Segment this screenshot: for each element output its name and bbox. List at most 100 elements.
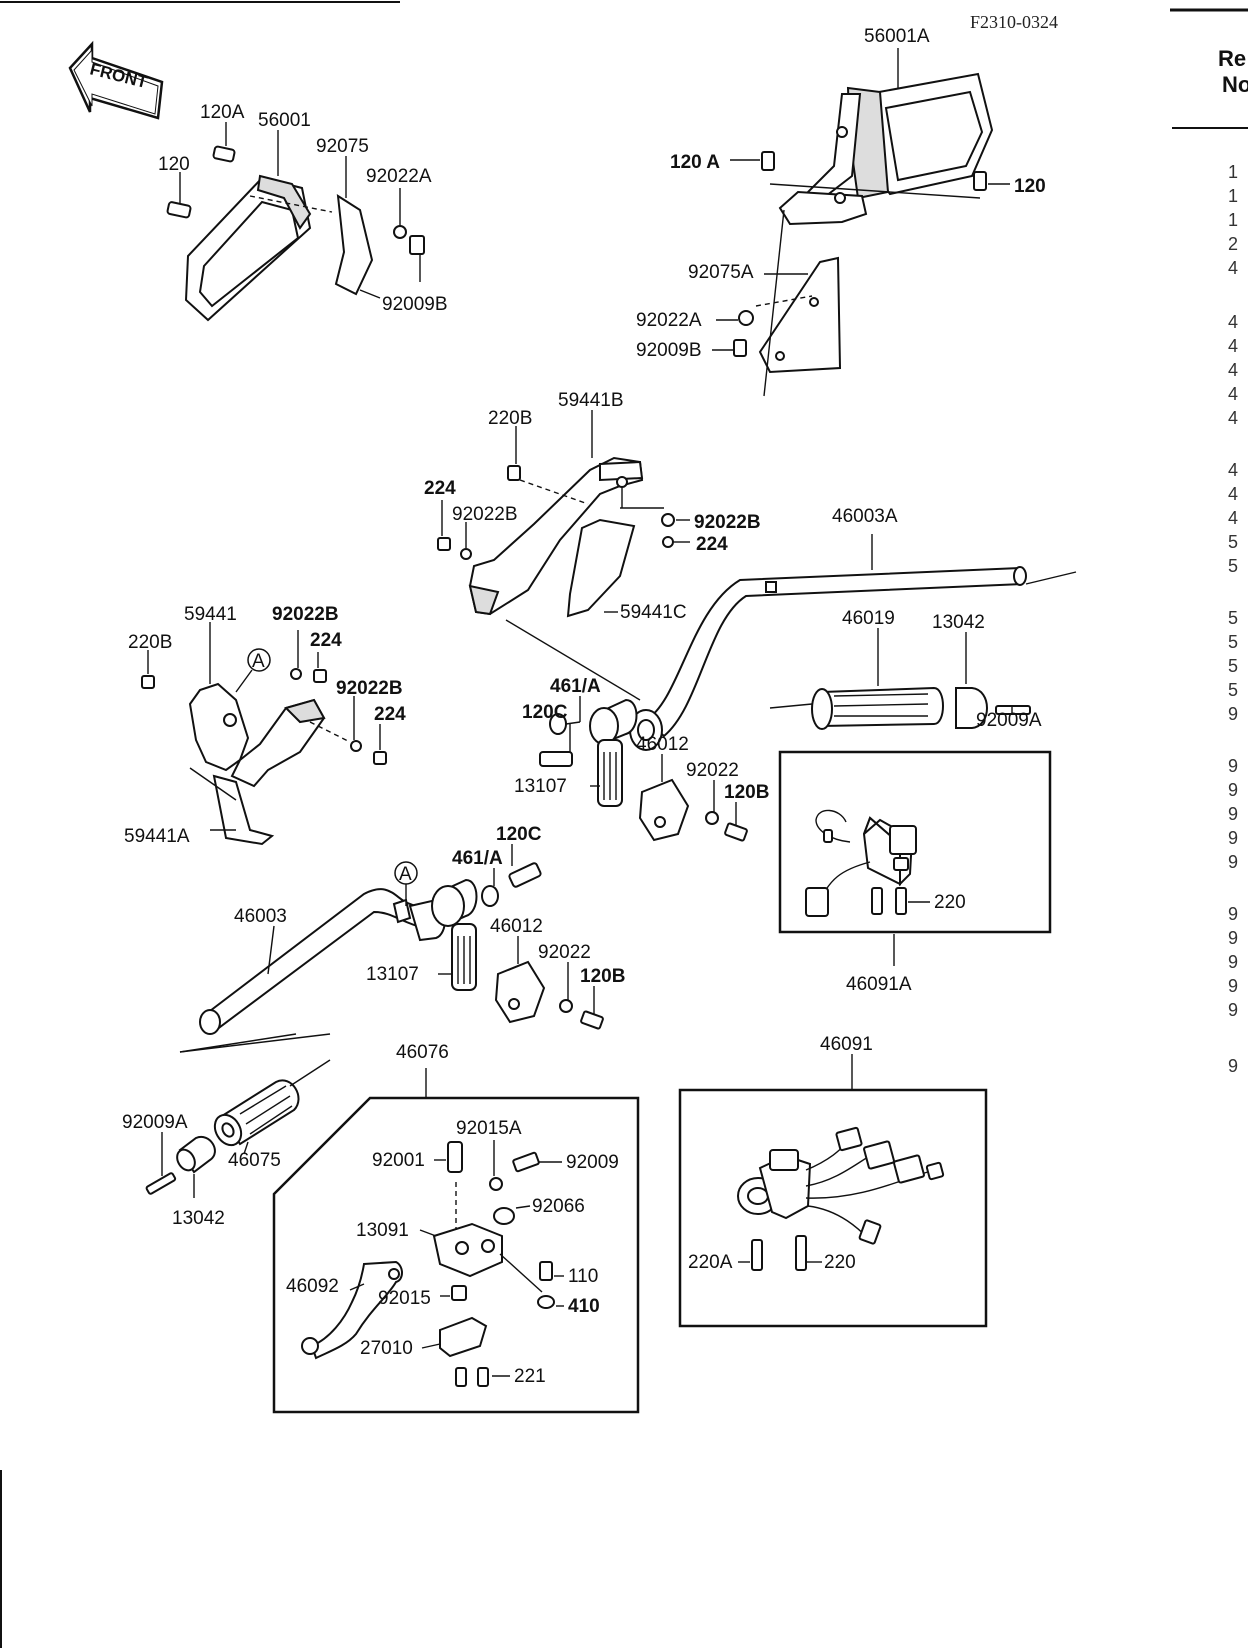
side-cell: 9 xyxy=(1228,780,1238,800)
part-label-46003a: 46003A xyxy=(832,506,898,527)
side-cell: 1 xyxy=(1228,210,1238,230)
part-label-92022-top: 92022 xyxy=(686,760,739,781)
switch-46091a-frame xyxy=(778,750,1052,934)
part-label-120a: 120A xyxy=(200,102,245,123)
part-label-92022b-top-right: 92022B xyxy=(694,512,761,533)
left-mirror-drawing xyxy=(166,145,425,322)
leader xyxy=(249,195,333,213)
side-cell: 9 xyxy=(1228,852,1238,872)
part-label-92075: 92075 xyxy=(316,136,369,157)
part-label-461a-top: 461/A xyxy=(550,676,601,697)
part-label-13091: 13091 xyxy=(356,1220,409,1241)
part-label-92009a-left: 92009A xyxy=(122,1112,188,1133)
part-label-27010: 27010 xyxy=(360,1338,413,1359)
side-cell: 9 xyxy=(1228,1056,1238,1076)
side-header-line-1: Re xyxy=(1218,46,1246,71)
side-cell: 4 xyxy=(1228,312,1238,332)
side-cell: 5 xyxy=(1228,556,1238,576)
part-label-120: 120 xyxy=(158,154,190,175)
side-cell: 4 xyxy=(1228,484,1238,504)
leader xyxy=(419,1229,437,1237)
side-cell: 9 xyxy=(1228,704,1238,724)
grip-46019-drawing xyxy=(769,686,1031,730)
part-label-120c-top: 120C xyxy=(522,702,568,723)
side-cell: 9 xyxy=(1228,756,1238,776)
leader xyxy=(519,479,589,505)
side-cell: 1 xyxy=(1228,186,1238,206)
side-cell: 5 xyxy=(1228,632,1238,652)
side-cell: 4 xyxy=(1228,336,1238,356)
lever-46076-drawing xyxy=(301,1141,555,1387)
switch-46091-frame xyxy=(678,1088,988,1328)
part-label-120a-right: 120 A xyxy=(670,152,720,173)
part-label-92022a-right: 92022A xyxy=(636,310,702,331)
side-cell: 4 xyxy=(1228,460,1238,480)
side-cell: 4 xyxy=(1228,408,1238,428)
part-label-46075: 46075 xyxy=(228,1150,281,1171)
throttle-assembly-lower-drawing xyxy=(431,862,604,1030)
side-cell: 4 xyxy=(1228,384,1238,404)
reference-a-top-text: A xyxy=(252,651,265,672)
leader xyxy=(243,1141,249,1155)
leader xyxy=(359,289,381,299)
part-label-92009b-right: 92009B xyxy=(636,340,702,361)
side-cell: 5 xyxy=(1228,656,1238,676)
leader xyxy=(235,669,253,693)
part-label-13107-top: 13107 xyxy=(514,776,567,797)
leader xyxy=(565,721,581,725)
part-label-92022b-top: 92022B xyxy=(452,504,518,525)
leader xyxy=(755,295,813,307)
part-label-13042-left: 13042 xyxy=(172,1208,225,1229)
reference-circle-a-top xyxy=(247,648,271,672)
part-label-92066: 92066 xyxy=(532,1196,585,1217)
handlebar-46003-drawing xyxy=(179,888,446,1053)
part-label-461a-bottom: 461/A xyxy=(452,848,503,869)
part-label-56001: 56001 xyxy=(258,110,311,131)
switch-46091a-drawing xyxy=(805,809,917,917)
clamp-59441b-drawing xyxy=(437,456,675,618)
throttle-assembly-upper-drawing xyxy=(539,698,748,842)
part-label-224-mid: 224 xyxy=(310,630,342,651)
part-label-92022b-mid: 92022B xyxy=(272,604,339,625)
part-label-92009b: 92009B xyxy=(382,294,448,315)
leader xyxy=(349,1283,365,1291)
leader xyxy=(515,1205,531,1209)
side-cell: 5 xyxy=(1228,680,1238,700)
part-label-120b-top: 120B xyxy=(724,782,769,803)
grip-46075-drawing xyxy=(145,1059,331,1195)
part-label-224-top-right: 224 xyxy=(696,534,728,555)
side-cell: 9 xyxy=(1228,828,1238,848)
part-label-13042-right: 13042 xyxy=(932,612,985,633)
part-label-92022a: 92022A xyxy=(366,166,432,187)
part-label-92015a: 92015A xyxy=(456,1118,522,1139)
part-label-92009: 92009 xyxy=(566,1152,619,1173)
part-label-220b-mid: 220B xyxy=(128,632,172,653)
part-label-92022b-mid-2: 92022B xyxy=(336,678,403,699)
switch-46091-drawing xyxy=(737,1126,945,1271)
part-label-92009a-right: 92009A xyxy=(976,710,1042,731)
part-label-46092: 46092 xyxy=(286,1276,339,1297)
side-cell: 9 xyxy=(1228,904,1238,924)
side-cell: 5 xyxy=(1228,532,1238,552)
part-label-92001: 92001 xyxy=(372,1150,425,1171)
part-label-13107-bottom: 13107 xyxy=(366,964,419,985)
part-label-224-mid-2: 224 xyxy=(374,704,406,725)
part-label-59441c: 59441C xyxy=(620,602,687,623)
side-column: 1 1 1 2 4 4 4 4 4 4 4 4 4 5 5 5 5 5 5 9 … xyxy=(1228,162,1238,1076)
leader xyxy=(189,767,237,801)
part-label-59441b: 59441B xyxy=(558,390,624,411)
reference-a-bottom-text: A xyxy=(399,864,412,885)
part-label-220-switch: 220 xyxy=(824,1252,856,1273)
part-label-46012-top: 46012 xyxy=(636,734,689,755)
clamp-59441-drawing xyxy=(141,668,387,846)
leader xyxy=(505,619,641,701)
part-label-220-box: 220 xyxy=(934,892,966,913)
side-cell: 9 xyxy=(1228,804,1238,824)
handlebar-46003a-drawing xyxy=(629,566,1077,751)
part-label-92022-bottom: 92022 xyxy=(538,942,591,963)
part-label-224-top: 224 xyxy=(424,478,456,499)
part-label-46076: 46076 xyxy=(396,1042,449,1063)
part-label-56001a: 56001A xyxy=(864,26,930,47)
part-label-220a: 220A xyxy=(688,1252,733,1273)
side-cell: 9 xyxy=(1228,1000,1238,1020)
